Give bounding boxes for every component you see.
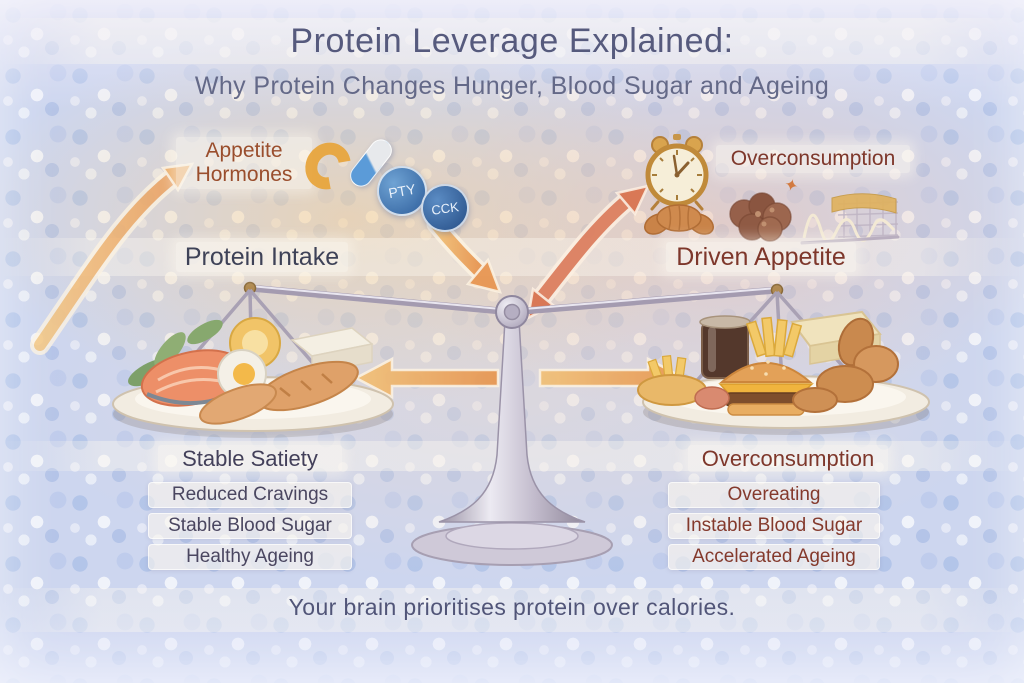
snack-cluster-icon bbox=[729, 192, 792, 242]
page-subtitle: Why Protein Changes Hunger, Blood Sugar … bbox=[194, 72, 830, 100]
protein-intake-label: Protein Intake bbox=[176, 242, 348, 272]
alarm-clock-icon bbox=[645, 134, 709, 211]
scale-beam bbox=[243, 281, 784, 329]
french-fries bbox=[745, 316, 803, 358]
left-outcome-list: Reduced Cravings Stable Blood Sugar Heal… bbox=[148, 482, 352, 570]
footer-tagline: Your brain prioritises protein over calo… bbox=[288, 594, 736, 620]
outcome-pill-healthy-ageing: Healthy Ageing bbox=[148, 544, 352, 570]
bread-loaves bbox=[199, 360, 359, 425]
cola-jar bbox=[699, 315, 751, 379]
outcome-pill-stable-blood-sugar: Stable Blood Sugar bbox=[148, 513, 352, 539]
arrow-feedback-curved-icon bbox=[526, 184, 651, 321]
title-strip bbox=[0, 18, 1024, 64]
junk-food-plate bbox=[637, 290, 930, 435]
craving-graph-icon bbox=[800, 193, 900, 245]
cck-badge-label: CCK bbox=[430, 198, 460, 218]
croissant-icon bbox=[644, 204, 714, 235]
stable-satiety-heading: Stable Satiety bbox=[158, 445, 342, 472]
page-title: Protein Leverage Explained: bbox=[290, 22, 734, 60]
pty-badge-label: PTY bbox=[387, 180, 417, 202]
outcome-pill-reduced-cravings: Reduced Cravings bbox=[148, 482, 352, 508]
outcome-pill-instable-blood-sugar: Instable Blood Sugar bbox=[668, 513, 880, 539]
meat-bite bbox=[694, 386, 730, 410]
right-outcome-list: Overeating Instable Blood Sugar Accelera… bbox=[668, 482, 880, 570]
footer-strip bbox=[0, 588, 1024, 632]
protein-plate bbox=[112, 288, 394, 438]
outcome-pill-accelerated-ageing: Accelerated Ageing bbox=[668, 544, 880, 570]
fried-chicken bbox=[792, 317, 899, 413]
arrow-left-plate-icon bbox=[353, 356, 500, 400]
overconsumption-heading: Overconsumption bbox=[688, 445, 888, 472]
arrow-intake-up-icon bbox=[30, 162, 195, 355]
appetite-hormones-label: Appetite Hormones bbox=[176, 137, 312, 189]
driven-appetite-label: Driven Appetite bbox=[666, 242, 856, 272]
scale-pedestal bbox=[411, 319, 613, 566]
arrow-hormones-down-icon bbox=[426, 214, 503, 294]
outcome-pill-overeating: Overeating bbox=[668, 482, 880, 508]
overconsumption-trigger-label: Overconsumption bbox=[716, 145, 910, 173]
